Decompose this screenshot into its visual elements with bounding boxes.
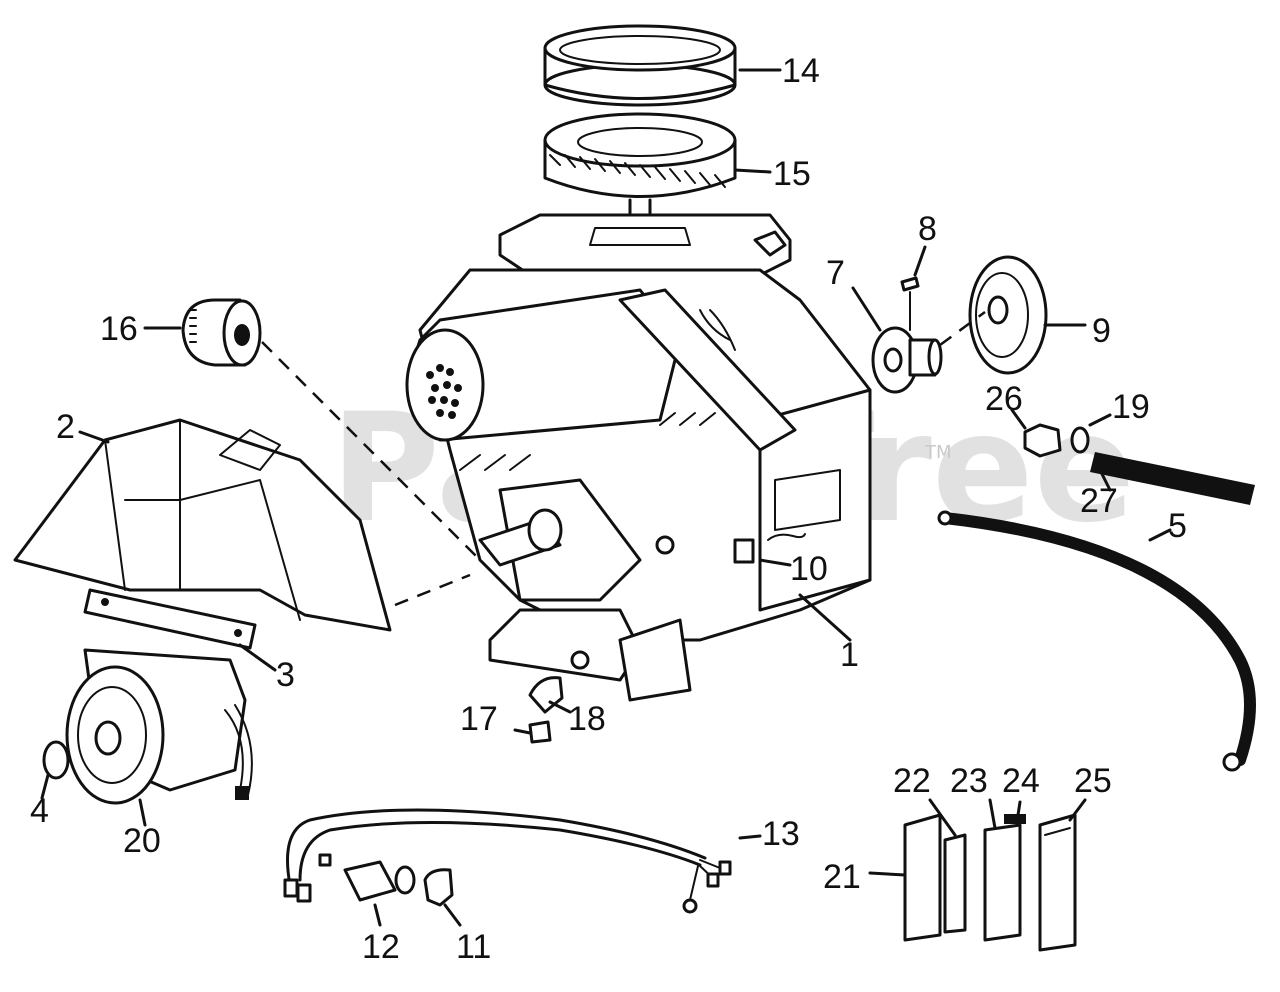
callout-25: 25	[1074, 762, 1112, 800]
part-2-blower-housing[interactable]	[13, 418, 471, 632]
part-3-bracket[interactable]	[83, 588, 277, 672]
callout-13: 13	[762, 815, 800, 853]
part-11-connector[interactable]	[423, 868, 462, 927]
part-19-clamp[interactable]	[1070, 413, 1112, 454]
part-7-hub[interactable]	[851, 286, 943, 394]
callout-23: 23	[950, 762, 988, 800]
part-20-clutch[interactable]	[65, 648, 253, 827]
part-9-pulley[interactable]	[939, 255, 1087, 375]
callout-5: 5	[1168, 507, 1187, 545]
part-21-plate[interactable]	[868, 813, 942, 942]
callout-7: 7	[826, 254, 845, 292]
part-17-plug[interactable]	[513, 720, 552, 744]
callout-9: 9	[1092, 312, 1111, 350]
callout-11: 11	[456, 928, 491, 966]
callout-21: 21	[823, 858, 861, 896]
part-5-cable[interactable]	[937, 510, 1256, 772]
part-27-hose[interactable]	[1090, 452, 1255, 505]
part-25-housing[interactable]	[1038, 798, 1087, 952]
callout-2: 2	[56, 408, 75, 446]
callout-16: 16	[100, 310, 138, 348]
part-4-washer[interactable]	[40, 740, 70, 800]
callout-8: 8	[918, 210, 937, 248]
callout-22: 22	[893, 762, 931, 800]
callout-1: 1	[840, 636, 859, 674]
callout-20: 20	[123, 822, 161, 860]
part-23-rotor[interactable]	[983, 798, 1022, 942]
callout-18: 18	[568, 700, 606, 738]
trademark-mark: TM	[924, 442, 952, 463]
part-14-air-cleaner-cover[interactable]	[543, 24, 782, 107]
callout-19: 19	[1112, 388, 1150, 426]
part-10-decal[interactable]	[758, 533, 806, 567]
part-15-air-filter[interactable]	[543, 112, 772, 217]
callout-15: 15	[773, 155, 811, 193]
part-18-elbow[interactable]	[528, 676, 572, 714]
callout-3: 3	[276, 656, 295, 694]
callout-26: 26	[985, 380, 1023, 418]
callout-14: 14	[782, 52, 820, 90]
part-22-spacer[interactable]	[928, 798, 967, 934]
part-26-fitting[interactable]	[1010, 408, 1062, 458]
callout-10: 10	[790, 550, 828, 588]
callout-24: 24	[1002, 762, 1040, 800]
part-1-engine[interactable]	[405, 213, 872, 702]
part-12-switch[interactable]	[343, 860, 416, 927]
callout-27: 27	[1080, 482, 1118, 520]
part-13-harness[interactable]	[283, 808, 762, 914]
callout-4: 4	[30, 792, 49, 830]
part-8-key[interactable]	[900, 245, 927, 331]
part-16-filter[interactable]	[143, 298, 496, 576]
callout-17: 17	[460, 700, 498, 738]
callout-12: 12	[362, 928, 400, 966]
part-24-key[interactable]	[1004, 800, 1026, 824]
